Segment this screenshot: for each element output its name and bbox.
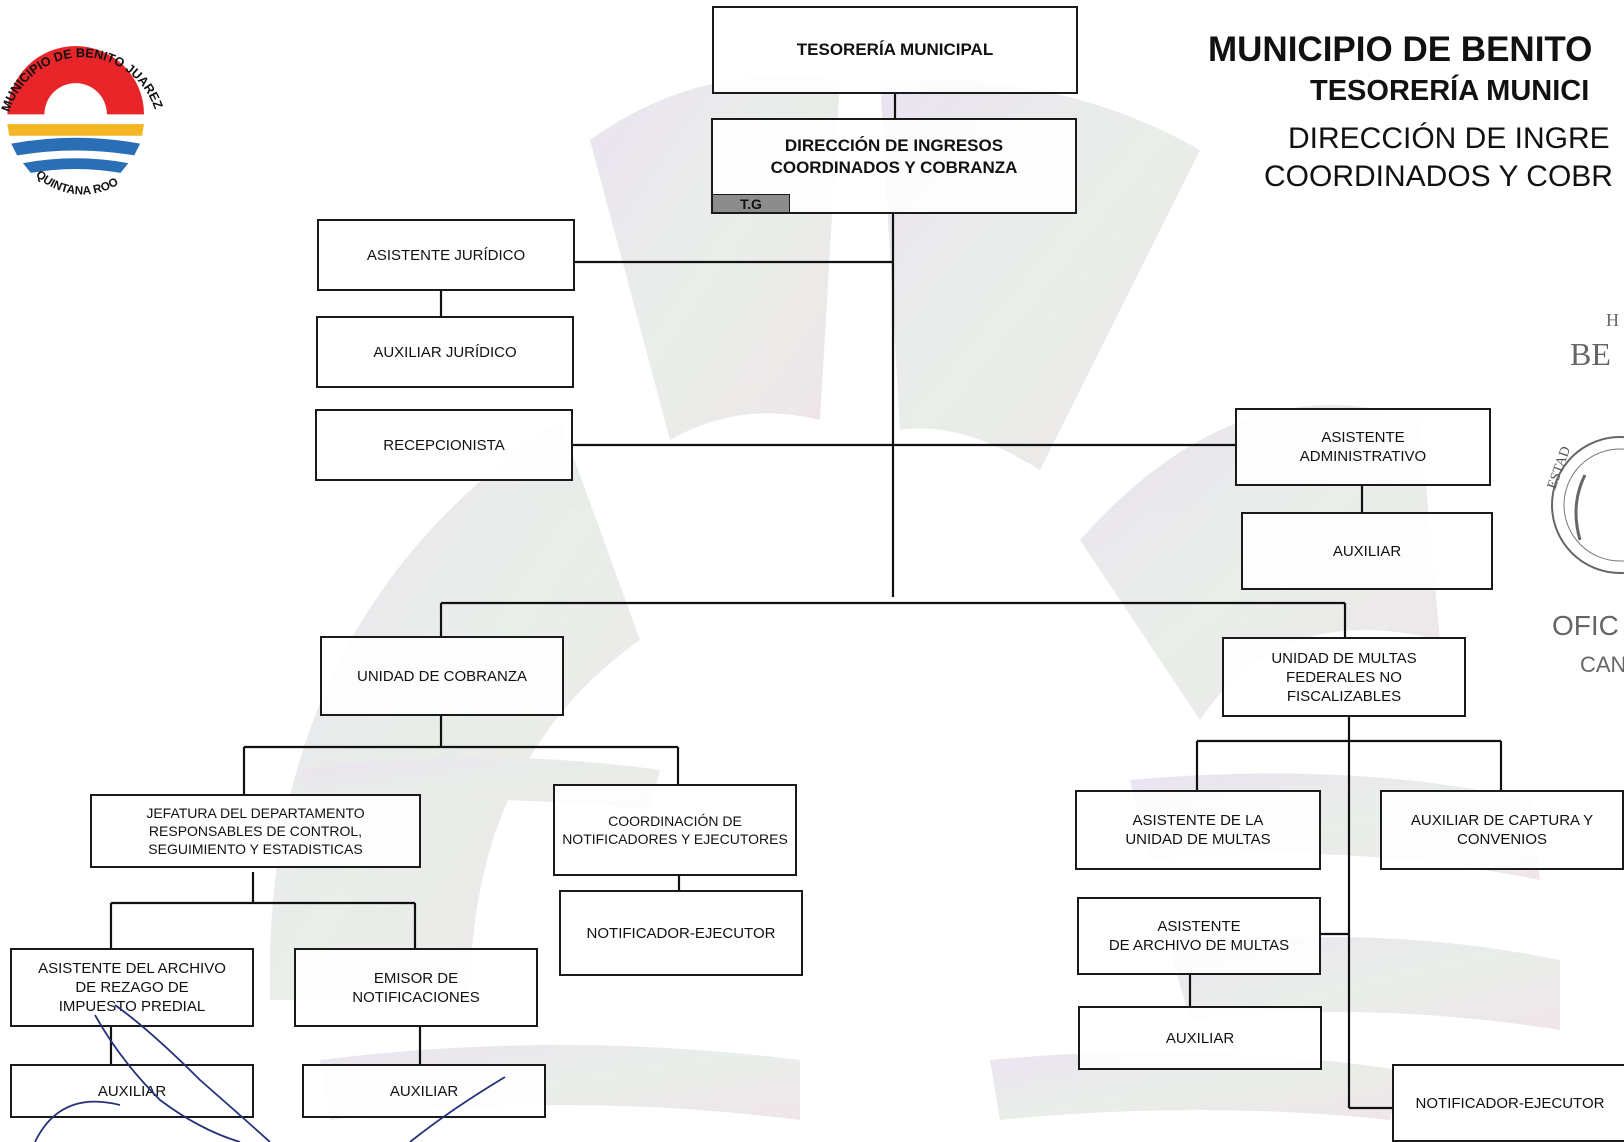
- seal-icon: [1551, 436, 1624, 574]
- stamp-line-3: OFIC: [1552, 610, 1619, 641]
- box-notificador-ejecutor-cobranza: NOTIFICADOR-EJECUTOR: [559, 890, 803, 976]
- box-unidad-multas: UNIDAD DE MULTAS FEDERALES NO FISCALIZAB…: [1222, 637, 1466, 717]
- box-jefatura-departamento: JEFATURA DEL DEPARTAMENTO RESPONSABLES D…: [90, 794, 421, 868]
- box-unidad-cobranza: UNIDAD DE COBRANZA: [320, 636, 564, 716]
- tg-badge: T.G: [712, 194, 790, 213]
- box-auxiliar-juridico: AUXILIAR JURÍDICO: [316, 316, 574, 388]
- box-auxiliar-multas: AUXILIAR: [1078, 1006, 1322, 1070]
- box-asistente-archivo-multas: ASISTENTE DE ARCHIVO DE MULTAS: [1077, 897, 1321, 975]
- header-direccion: DIRECCIÓN DE INGRE: [1288, 122, 1610, 155]
- stamp-line-2: BE: [1570, 336, 1611, 372]
- official-stamp: H BE ESTAD OFIC CAN: [1540, 310, 1624, 690]
- box-asistente-archivo-predial: ASISTENTE DEL ARCHIVO DE REZAGO DE IMPUE…: [10, 948, 254, 1027]
- box-asistente-juridico: ASISTENTE JURÍDICO: [317, 219, 575, 291]
- box-asistente-administrativo: ASISTENTE ADMINISTRATIVO: [1235, 408, 1491, 486]
- box-notificador-ejecutor-multas: NOTIFICADOR-EJECUTOR: [1392, 1064, 1624, 1142]
- header-coordinados: COORDINADOS Y COBR: [1264, 160, 1613, 193]
- header-municipio: MUNICIPIO DE BENITO: [1208, 30, 1593, 69]
- header-tesoreria: TESORERÍA MUNICI: [1310, 75, 1590, 107]
- box-emisor-notificaciones: EMISOR DE NOTIFICACIONES: [294, 948, 538, 1027]
- box-asistente-unidad-multas: ASISTENTE DE LA UNIDAD DE MULTAS: [1075, 790, 1321, 870]
- box-tesoreria-municipal: TESORERÍA MUNICIPAL: [712, 6, 1078, 94]
- box-auxiliar-administrativo: AUXILIAR: [1241, 512, 1493, 590]
- municipio-logo: MUNICIPIO DE BENITO JUAREZ QUINTANA ROO: [0, 46, 165, 198]
- stamp-line-1: H: [1606, 310, 1619, 330]
- box-auxiliar-captura-convenios: AUXILIAR DE CAPTURA Y CONVENIOS: [1380, 790, 1624, 870]
- sun-rays: [7, 46, 145, 115]
- box-coordinacion-notificadores: COORDINACIÓN DE NOTIFICADORES Y EJECUTOR…: [553, 784, 797, 876]
- box-recepcionista: RECEPCIONISTA: [315, 409, 573, 481]
- stamp-line-4: CAN: [1580, 652, 1624, 677]
- box-auxiliar-emisor: AUXILIAR: [302, 1064, 546, 1118]
